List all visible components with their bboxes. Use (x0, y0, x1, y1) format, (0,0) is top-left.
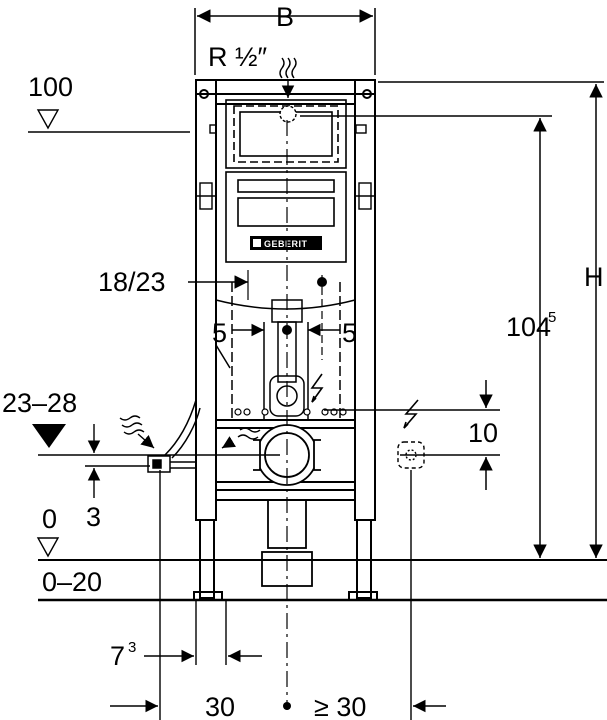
label-10: 10 (468, 418, 498, 448)
electric-icon (310, 373, 324, 403)
label-30: 30 (205, 692, 235, 720)
label-3: 3 (86, 502, 101, 532)
label-ge-30: ≥ 30 (314, 692, 366, 720)
label-left-5: 5 (212, 318, 227, 348)
svg-text:GEBERIT: GEBERIT (264, 239, 308, 249)
label-level-0: 0 (42, 504, 57, 534)
bottom-dimensions (110, 470, 446, 720)
level-triangle-icon (36, 537, 60, 558)
side-brackets (196, 124, 375, 210)
label-23-28: 23–28 (2, 388, 77, 418)
geberit-logo: GEBERIT (250, 236, 322, 250)
label-104-sup: 5 (548, 309, 556, 326)
label-right-5: 5 (342, 318, 357, 348)
dimension-h (378, 81, 604, 558)
label-18-23: 18/23 (98, 267, 166, 297)
label-104: 104 (506, 312, 551, 342)
water-supply-icon (119, 415, 155, 449)
water-supply-icon (221, 427, 261, 449)
axis-dot-bottom (283, 702, 291, 710)
axis-dot (282, 325, 292, 335)
label-thread: R ½″ (208, 42, 268, 72)
label-7: 7 (110, 641, 125, 671)
level-triangle-icon (32, 424, 66, 448)
water-supply-icon (279, 57, 297, 98)
pipe-frame-parts (215, 282, 356, 420)
water-supply-pipe (147, 399, 201, 473)
electric-icon (403, 399, 419, 429)
dimension-b (194, 8, 376, 75)
label-b: B (276, 2, 294, 32)
label-7-sup: 3 (128, 639, 136, 656)
level-triangle-icon (36, 109, 60, 130)
cistern (225, 171, 347, 263)
label-level-100: 100 (28, 72, 73, 102)
supply-connection (279, 105, 297, 123)
label-0-20: 0–20 (42, 567, 102, 597)
label-h: H (584, 262, 604, 292)
